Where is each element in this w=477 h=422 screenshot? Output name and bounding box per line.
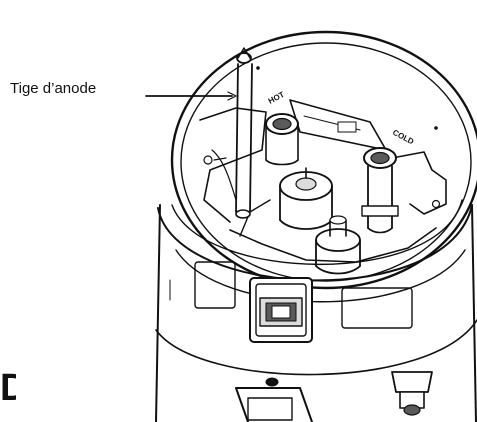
right-panel-cutout [341, 287, 413, 329]
collar-ridge [175, 249, 466, 303]
hot-outlet-icon [265, 113, 299, 166]
tank-body-lower-band [155, 319, 477, 376]
mount-screw-b [431, 199, 441, 209]
inner-frame-left [199, 107, 267, 223]
label-bracket [289, 99, 387, 151]
switch-box [249, 277, 313, 343]
cropped-edge-glyph: D [0, 368, 16, 408]
anode-rod-icon [235, 47, 253, 219]
drain-fitting [391, 371, 433, 416]
left-wiring [211, 149, 237, 201]
cold-tag: COLD [391, 128, 415, 147]
tank-body [155, 204, 477, 422]
top-opening-inner [180, 42, 472, 282]
inner-frame-bottom [229, 227, 437, 263]
mount-dot-b [434, 126, 438, 130]
mount-screw-a [203, 155, 213, 165]
lower-switch [235, 387, 313, 422]
callout-leader-tick [227, 91, 237, 101]
top-opening-outer [170, 30, 477, 290]
left-panel-cutout [194, 261, 236, 309]
element-housing-icon [239, 167, 333, 237]
anode-rod-label: Tige d’anode [10, 80, 97, 97]
cold-inlet-icon [361, 147, 399, 234]
thermostat-housing [315, 215, 361, 275]
mount-dot-a [256, 66, 260, 70]
small-port [265, 377, 279, 387]
upper-collar-inner [171, 199, 463, 265]
hot-tag: HOT [267, 90, 286, 106]
inner-frame-right [391, 151, 447, 215]
